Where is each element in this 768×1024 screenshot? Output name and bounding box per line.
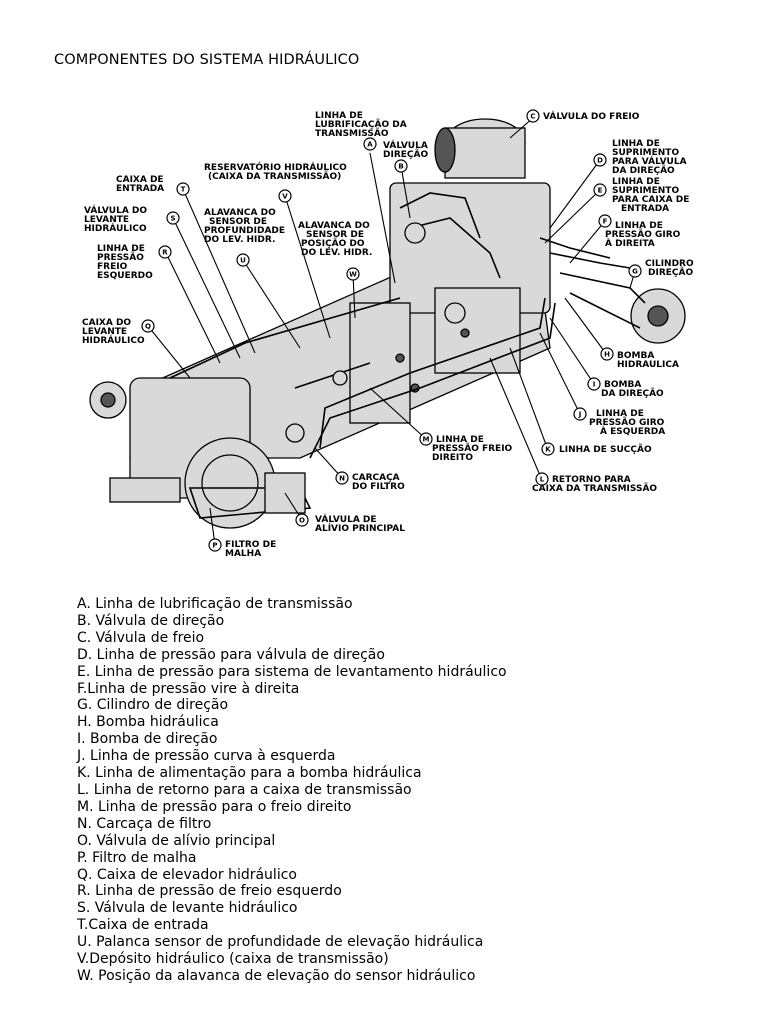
callout-u-letter: U <box>240 257 246 265</box>
callout-p-letter: P <box>212 542 217 550</box>
legend-item: U. Palanca sensor de profundidade de ele… <box>77 934 484 951</box>
callout-t-letter: T <box>181 186 186 194</box>
legend-item: B. Válvula de direção <box>77 612 225 629</box>
callout-d-letter: D <box>597 157 603 165</box>
legend-item: Q. Caixa de elevador hidráulico <box>77 866 297 883</box>
legend-item: H. Bomba hidráulica <box>77 714 219 731</box>
legend-item: I. Bomba de direção <box>77 731 218 748</box>
legend-item: P. Filtro de malha <box>77 849 197 866</box>
legend-item: W. Posição da alavanca de elevação do se… <box>77 967 476 984</box>
components-legend: A. Linha de lubrificação de transmissão … <box>77 596 507 985</box>
callout-c-label: VÁLVULA DO FREIO <box>543 110 640 122</box>
legend-item: M. Linha de pressão para o freio direito <box>77 798 352 815</box>
legend-item: L. Linha de retorno para a caixa de tran… <box>77 781 412 798</box>
callout-k-letter: K <box>545 446 551 454</box>
tractor-machine-drawing <box>89 118 686 529</box>
legend-item: D. Linha de pressão para válvula de dire… <box>77 646 385 663</box>
legend-item: F.Linha de pressão vire à direita <box>77 680 300 697</box>
callout-f-letter: F <box>603 218 608 226</box>
legend-item: C. Válvula de freio <box>77 629 205 646</box>
callout-j-letter: J <box>578 411 582 419</box>
legend-item: V.Depósito hidráulico (caixa de transmis… <box>77 951 389 968</box>
page-title: COMPONENTES DO SISTEMA HIDRÁULICO <box>54 52 360 68</box>
callout-m-letter: M <box>423 436 430 444</box>
callout-r-letter: R <box>162 249 168 257</box>
callout-b-letter: B <box>398 163 403 171</box>
callout-v-letter: V <box>282 193 288 201</box>
legend-item: N. Carcaça de filtro <box>77 815 212 832</box>
legend-item: G. Cilindro de direção <box>77 697 229 714</box>
legend-item: J. Linha de pressão curva à esquerda <box>77 748 336 765</box>
legend-item: T.Caixa de entrada <box>77 917 209 934</box>
callout-n-letter: N <box>339 475 345 483</box>
callout-h-letter: H <box>604 351 610 359</box>
legend-item: K. Linha de alimentação para a bomba hid… <box>77 765 422 782</box>
legend-item: S. Válvula de levante hidráulico <box>77 900 298 917</box>
legend-item: O. Válvula de alívio principal <box>77 832 276 849</box>
callout-c-letter: C <box>530 113 535 121</box>
callout-o-letter: O <box>299 517 305 525</box>
callout-w-letter: W <box>349 271 357 279</box>
callout-leader-lines <box>147 117 636 546</box>
legend-item: R. Linha de pressão de freio esquerdo <box>77 883 342 900</box>
callout-g-letter: G <box>632 268 638 276</box>
legend-item: E. Linha de pressão para sistema de leva… <box>77 663 507 680</box>
callout-s-letter: S <box>170 215 175 223</box>
callout-v-label: RESERVATÓRIO HIDRÁULICO(CAIXA DA TRANSMI… <box>204 161 347 182</box>
callout-a-letter: A <box>367 141 373 149</box>
legend-item: A. Linha de lubrificação de transmissão <box>77 596 353 612</box>
callout-e-letter: E <box>598 187 603 195</box>
callout-l-letter: L <box>540 476 545 484</box>
callout-q-letter: Q <box>145 323 151 331</box>
callout-i-letter: I <box>593 381 596 389</box>
callout-k-label: LINHA DE SUCÇÃO <box>559 444 652 455</box>
